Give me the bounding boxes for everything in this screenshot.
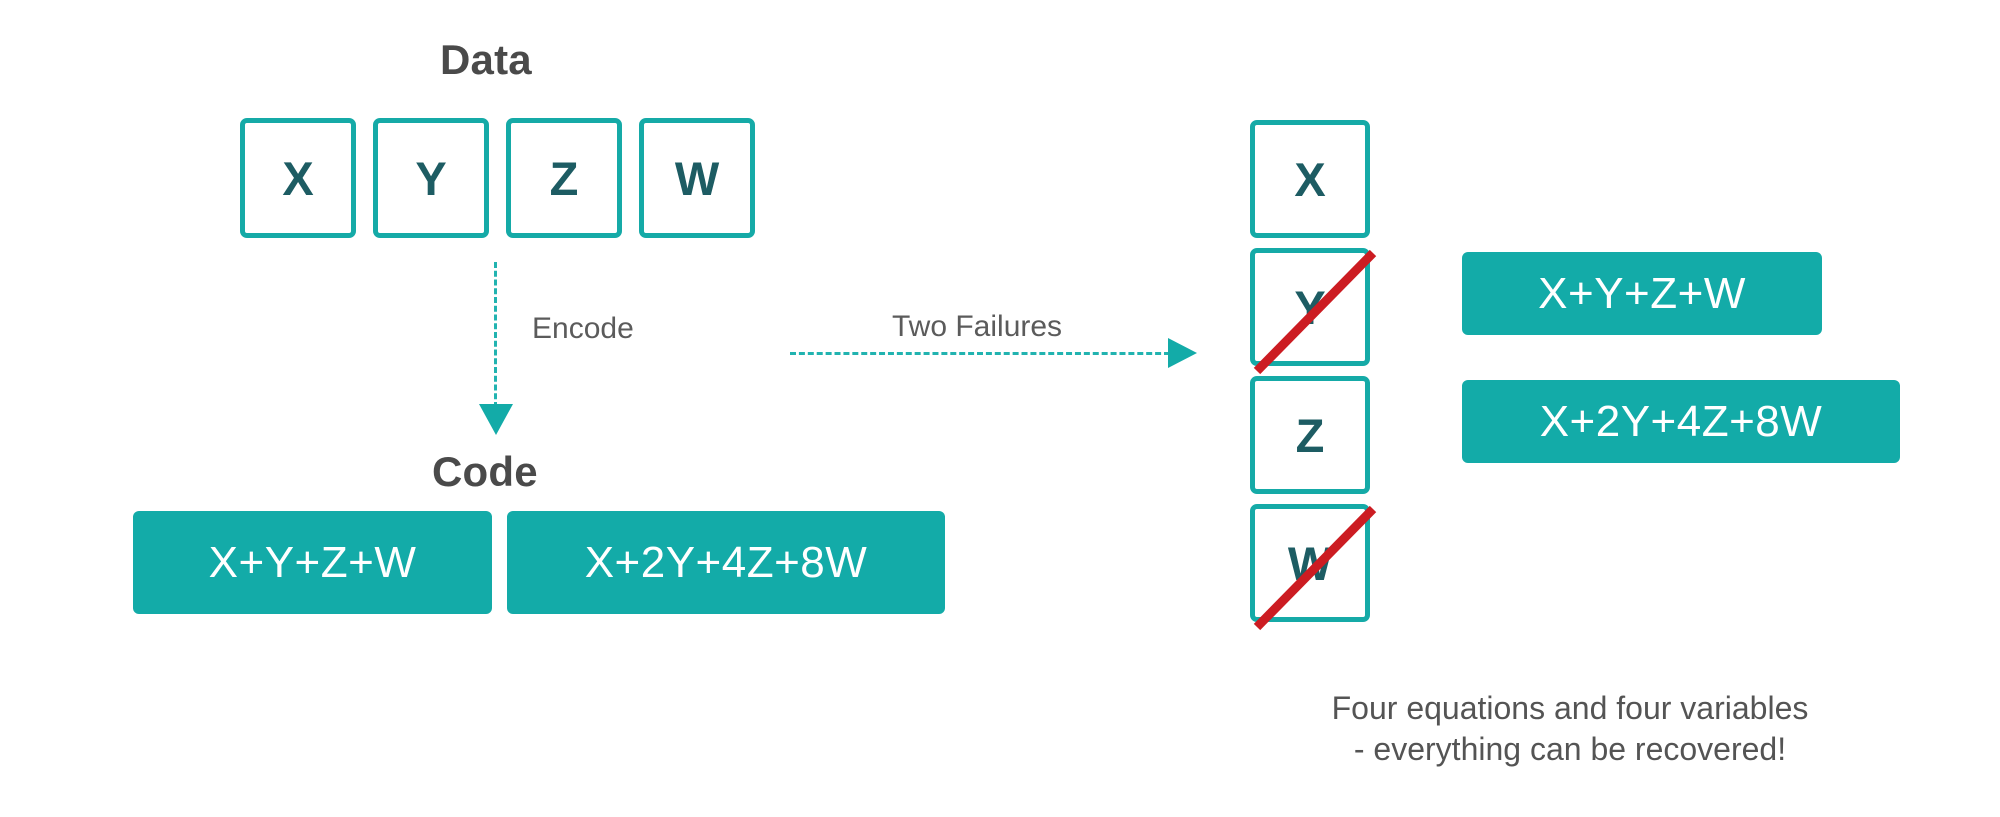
encode-arrowhead-icon bbox=[479, 404, 513, 435]
encode-arrow-label: Encode bbox=[532, 312, 634, 345]
equation-chip-2-label: X+2Y+4Z+8W bbox=[1539, 396, 1823, 446]
stack-cell-x-label: X bbox=[1294, 152, 1326, 206]
recovery-caption: Four equations and four variables - ever… bbox=[1331, 690, 1809, 767]
failures-arrow-label: Two Failures bbox=[892, 310, 1063, 343]
code-chip-1: X+Y+Z+W bbox=[133, 511, 492, 614]
stack-cell-y-label: Y bbox=[1294, 280, 1326, 334]
data-cell-y: Y bbox=[373, 118, 489, 238]
code-section-title: Code bbox=[432, 448, 538, 495]
stack-cell-w-label: W bbox=[1287, 536, 1333, 590]
data-cell-w: W bbox=[639, 118, 755, 238]
code-chip-2-label: X+2Y+4Z+8W bbox=[584, 537, 868, 587]
data-cell-z: Z bbox=[506, 118, 622, 238]
stack-cell-w: W bbox=[1250, 504, 1377, 631]
code-chip-2: X+2Y+4Z+8W bbox=[507, 511, 945, 614]
data-cell-y-label: Y bbox=[415, 151, 447, 205]
stack-cell-z-label: Z bbox=[1295, 408, 1325, 462]
stack-cell-x: X bbox=[1250, 120, 1370, 238]
equation-chip-1: X+Y+Z+W bbox=[1462, 252, 1822, 335]
stack-cell-y: Y bbox=[1250, 248, 1377, 375]
stack-cell-z: Z bbox=[1250, 376, 1370, 494]
failures-arrowhead-icon bbox=[1168, 338, 1197, 368]
equation-chip-1-label: X+Y+Z+W bbox=[1538, 268, 1746, 318]
code-chip-1-label: X+Y+Z+W bbox=[208, 537, 417, 587]
data-cell-x: X bbox=[240, 118, 356, 238]
encode-arrow-shaft bbox=[494, 262, 497, 408]
data-cell-z-label: Z bbox=[549, 151, 579, 205]
equation-chip-2: X+2Y+4Z+8W bbox=[1462, 380, 1900, 463]
failures-arrow-shaft bbox=[790, 352, 1170, 355]
data-cell-w-label: W bbox=[674, 151, 720, 205]
data-section-title: Data bbox=[440, 36, 532, 83]
data-cell-x-label: X bbox=[282, 151, 314, 205]
